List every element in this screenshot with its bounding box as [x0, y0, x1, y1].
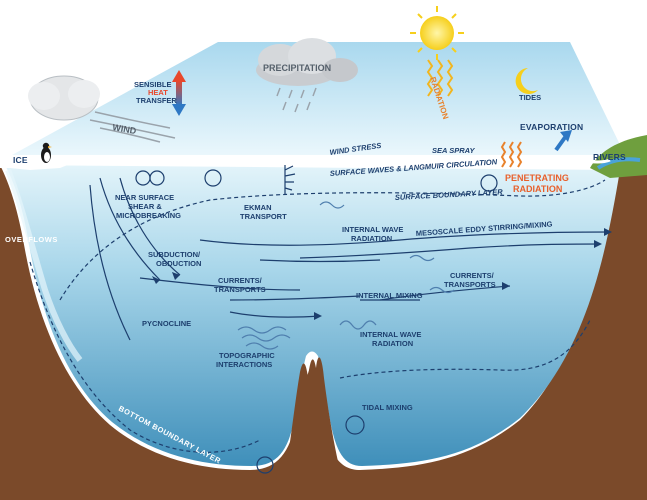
ekman-spiral [284, 165, 296, 195]
rain-cloud-icon [256, 38, 358, 113]
seamount [286, 357, 340, 470]
overflow-edge [5, 168, 83, 362]
internal-wave-squiggles [237, 201, 455, 350]
sea-surface [59, 156, 611, 164]
near-surface-label-1: NEAR SURFACE [115, 193, 174, 202]
eddy-icons [135, 169, 498, 474]
arrow-heads [152, 228, 612, 320]
internal-wave-lower-label-2: RADIATION [372, 339, 413, 348]
evaporation-arrow [554, 130, 572, 152]
river-water [596, 157, 641, 170]
pycnocline-label: PYCNOCLINE [142, 319, 191, 328]
wind-lines [89, 111, 176, 143]
river-land [590, 135, 647, 178]
overflows-label: OVERFLOWS [5, 235, 58, 244]
near-surface-label-2: SHEAR & [128, 202, 162, 211]
sun-icon [410, 6, 464, 60]
wind-cloud-icon [28, 75, 100, 121]
topographic-label-2: INTERACTIONS [216, 360, 272, 369]
rivers-label: RIVERS [593, 152, 626, 162]
ekman-label-1: EKMAN [244, 203, 272, 212]
penguin-icon [41, 142, 52, 163]
precipitation-label: PRECIPITATION [263, 63, 331, 73]
penetrating-label: PENETRATING [505, 173, 569, 183]
topographic-label-1: TOPOGRAPHIC [219, 351, 275, 360]
currents-left-label-1: CURRENTS/ [218, 276, 263, 285]
ice-label: ICE [13, 155, 28, 165]
subduction-label-2: OBDUCTION [156, 259, 201, 268]
ekman-label-2: TRANSPORT [240, 212, 287, 221]
sea-spray-label: SEA SPRAY [432, 146, 476, 155]
ice-shelf [0, 155, 75, 170]
moon-icon [515, 68, 538, 94]
internal-wave-radiation-label-2: RADIATION [351, 234, 392, 243]
surface-boundary-layer-line [59, 179, 606, 301]
bottom-dashed-line [339, 319, 591, 379]
heat-label: HEAT [148, 88, 168, 97]
internal-wave-lower-label-1: INTERNAL WAVE [360, 330, 421, 339]
tides-label: TIDES [519, 93, 541, 102]
penetrating-radiation-arrows [500, 141, 523, 168]
currents-right-label-2: TRANSPORTS [444, 280, 496, 289]
wind-label: WIND [112, 122, 138, 136]
subduction-label-1: SUBDUCTION/ [148, 250, 201, 259]
currents-left-label-2: TRANSPORTS [214, 285, 266, 294]
internal-wave-radiation-label-1: INTERNAL WAVE [342, 225, 403, 234]
ocean-basin [5, 165, 620, 466]
evaporation-label: EVAPORATION [520, 122, 583, 132]
currents-right-label-1: CURRENTS/ [450, 271, 495, 280]
radiation-arrows [426, 59, 454, 97]
sensible-label: SENSIBLE [134, 80, 172, 89]
pycnocline-line [29, 261, 261, 453]
transfer-label: TRANSFER [136, 96, 177, 105]
penetrating-radiation-label: RADIATION [513, 184, 562, 194]
sensible-heat-arrow [172, 70, 186, 116]
tidal-mixing-label: TIDAL MIXING [362, 403, 413, 412]
current-arrows [89, 177, 611, 341]
near-surface-label-3: MICROBREAKING [116, 211, 181, 220]
internal-mixing-label: INTERNAL MIXING [356, 291, 423, 300]
